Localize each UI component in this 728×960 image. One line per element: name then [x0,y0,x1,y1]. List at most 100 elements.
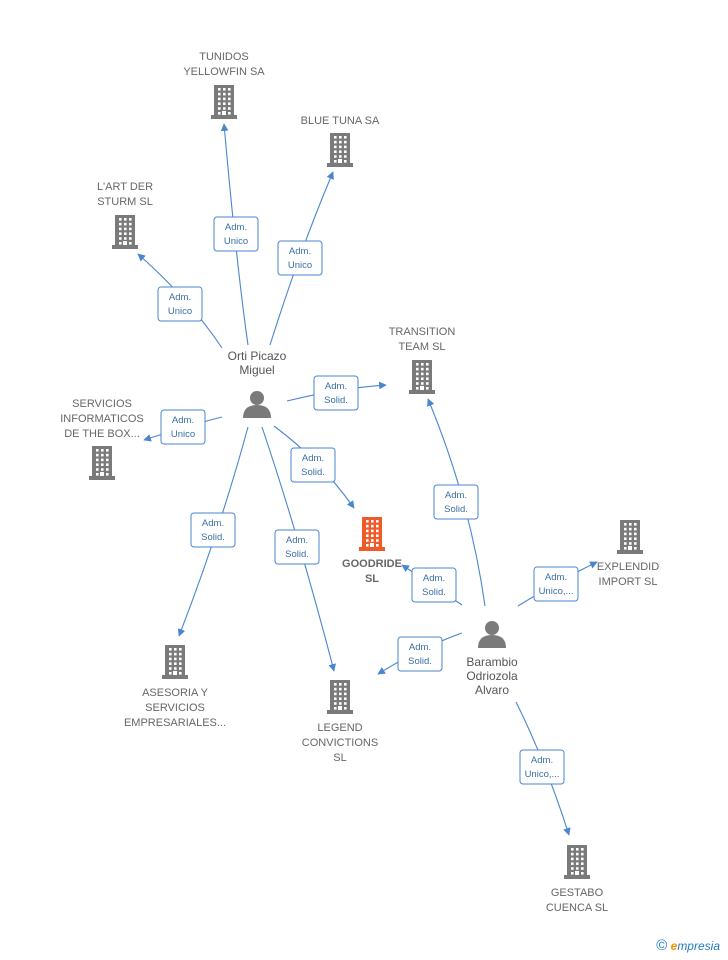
role-box [277,240,323,276]
node-label-orti: Orti Picazo [228,349,287,363]
role-label-barambio-transition[interactable]: Adm.Solid. [433,484,479,520]
node-label-transition: TRANSITION [389,326,456,338]
node-asesoria[interactable]: ASESORIA Y SERVICIOS EMPRESARIALES... [124,645,226,729]
role-text: Adm. [286,535,308,546]
role-text: Adm. [445,490,467,501]
node-label-legend: SL [333,752,346,764]
role-label-barambio-gestabo[interactable]: Adm. Unico,... [519,749,565,785]
role-text: Unico,... [539,586,574,597]
building-icon [211,85,237,119]
node-label-barambio: Barambio [466,655,518,669]
node-label-legend: CONVICTIONS [302,737,378,749]
role-text: Adm. [423,573,445,584]
role-text: Solid. [301,467,325,478]
brand-logo-text: mpresia [677,939,720,953]
role-box [290,447,336,483]
node-label-bluetuna: BLUE TUNA SA [301,115,380,127]
node-tunidos[interactable]: TUNIDOS YELLOWFIN SA [183,51,265,119]
role-box [519,749,565,785]
role-text: Unico [224,236,248,247]
role-box [533,566,579,602]
role-text: Adm. [202,518,224,529]
node-label-goodride: SL [365,573,379,585]
node-label-tunidos: YELLOWFIN SA [183,66,265,78]
role-text: Adm. [325,381,347,392]
building-icon [409,360,435,394]
copyright-symbol: © [656,937,668,954]
node-label-lart: STURM SL [97,196,153,208]
role-label-barambio-goodride[interactable]: Adm. Solid. [411,567,457,603]
role-text: Adm. [545,572,567,583]
building-icon [89,446,115,480]
role-box [433,484,479,520]
role-box [397,636,443,672]
role-box [313,375,359,411]
node-label-orti: Miguel [239,363,274,377]
node-label-asesoria: SERVICIOS [145,702,205,714]
role-text: Unico [168,306,192,317]
role-text: Solid. [422,587,446,598]
role-text: Adm. [409,642,431,653]
role-label-orti-bluetuna[interactable]: Adm.Unico [277,240,323,276]
role-label-orti-tunidos[interactable]: Adm. Unico [213,216,259,252]
footer-brand[interactable]: © empresia [656,937,720,954]
building-icon [564,845,590,879]
role-text: Adm. [169,292,191,303]
node-gestabo[interactable]: GESTABO CUENCA SL [546,845,608,914]
role-text: Unico,... [525,769,560,780]
node-label-legend: LEGEND [317,722,362,734]
role-label-orti-lart[interactable]: Adm. Unico [157,286,203,322]
node-label-explendid: EXPLENDID [597,561,659,573]
role-box [213,216,259,252]
building-icon [327,680,353,714]
brand-logo-initial: e [670,939,678,953]
role-text: Adm. [172,415,194,426]
nodes-layer: TUNIDOS YELLOWFIN SA BLUE TUNA SA L'ART DER… [60,51,659,914]
node-label-gestabo: GESTABO [551,887,604,899]
role-box [411,567,457,603]
role-text: Adm. [302,453,324,464]
node-label-servicios: INFORMATICOS [60,413,144,425]
role-label-barambio-explendid[interactable]: Adm. Unico,... [533,566,579,602]
role-label-orti-goodride[interactable]: Adm. Solid. [290,447,336,483]
role-box [160,409,206,445]
building-icon [617,520,643,554]
person-icon [243,391,271,418]
role-label-orti-transition[interactable]: Adm.Solid. [313,375,359,411]
node-label-barambio: Odriozola [466,669,518,683]
node-label-goodride: GOODRIDE [342,558,402,570]
node-label-explendid: IMPORT SL [599,576,658,588]
node-label-servicios: DE THE BOX... [64,428,140,440]
node-label-tunidos: TUNIDOS [199,51,249,63]
roles-layer: Adm.UnicoAdm.UnicoAdm.UnicoAdm.UnicoAdm.… [157,216,579,785]
node-bluetuna[interactable]: BLUE TUNA SA [301,115,380,167]
node-label-gestabo: CUENCA SL [546,902,608,914]
role-text: Adm. [531,755,553,766]
node-label-barambio: Alvaro [475,683,509,697]
role-box [190,512,236,548]
node-label-asesoria: EMPRESARIALES... [124,717,226,729]
role-text: Adm. [225,222,247,233]
node-goodride[interactable]: GOODRIDE SL [342,517,402,585]
node-label-asesoria: ASESORIA Y [142,687,208,699]
node-label-lart: L'ART DER [97,181,153,193]
building-icon [162,645,188,679]
node-legend[interactable]: LEGEND CONVICTIONS SL [302,680,378,764]
node-explendid[interactable]: EXPLENDID IMPORT SL [597,520,659,588]
role-box [274,529,320,565]
role-label-orti-servicios[interactable]: Adm.Unico [160,409,206,445]
building-icon [112,215,138,249]
person-icon [478,621,506,648]
role-text: Solid. [285,549,309,560]
role-label-barambio-legend[interactable]: Adm.Solid. [397,636,443,672]
role-label-orti-legend[interactable]: Adm. Solid. [274,529,320,565]
building-icon [327,133,353,167]
role-text: Solid. [201,532,225,543]
node-lart[interactable]: L'ART DER STURM SL [97,181,153,249]
role-label-orti-asesoria[interactable]: Adm. Solid. [190,512,236,548]
